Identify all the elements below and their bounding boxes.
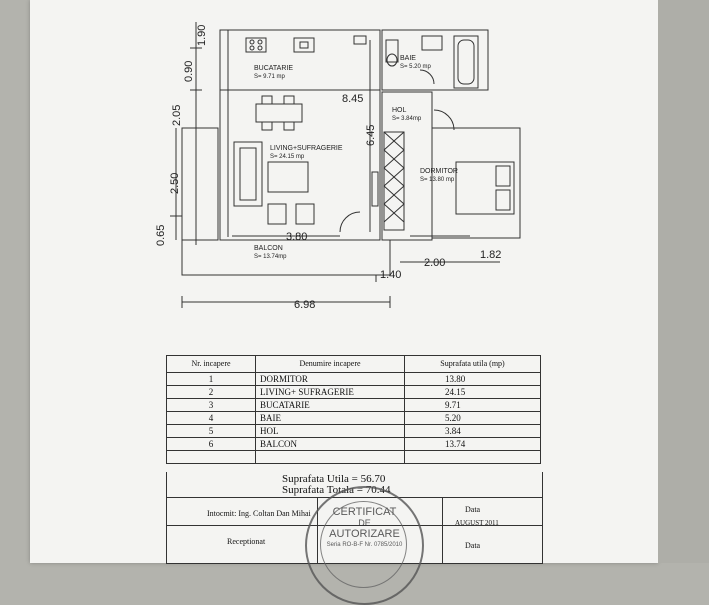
header-suprafata: Suprafata utila (mp)	[404, 355, 541, 373]
room-area-baie: S= 5.20 mp	[400, 64, 432, 70]
header-denumire: Denumire incapere	[255, 355, 405, 373]
background-strip	[658, 0, 709, 563]
dim-1-90: 1.90	[196, 25, 208, 46]
armchair-icon	[295, 203, 315, 225]
room-area-dormitor: S= 13.80 mp	[420, 177, 455, 183]
dim-6-98: 6.98	[294, 299, 315, 311]
dim-0-65: 0.65	[155, 225, 167, 246]
authorization-stamp: CERTIFICAT DE AUTORIZARE Seria RO-B-F Nr…	[305, 486, 424, 605]
bath-walls	[381, 29, 489, 91]
date-label: Data	[465, 505, 481, 514]
dim-2-05: 2.05	[171, 105, 183, 126]
table-row: 5 HOL 3.84	[166, 424, 541, 438]
table-row: 4 BAIE 5.20	[166, 411, 541, 425]
prepared-by: Intocmit: Ing. Coltan Dan Mihai	[207, 509, 311, 518]
room-area-living: S= 24.15 mp	[270, 154, 305, 160]
kitchen-walls	[219, 29, 381, 91]
toilet-icon	[385, 39, 399, 63]
table-row: 1 DORMITOR 13.80	[166, 372, 541, 386]
sink-icon	[293, 37, 315, 53]
dim-1-40: 1.40	[380, 269, 401, 281]
door-arc	[339, 211, 361, 233]
table-row: 6 BALCON 13.74	[166, 437, 541, 451]
armchair-icon	[267, 203, 287, 225]
wardrobe-icon	[383, 131, 405, 231]
bathtub-icon	[453, 35, 479, 89]
table-row: 3 BUCATARIE 9.71	[166, 398, 541, 412]
coffee-table-icon	[267, 161, 309, 193]
table-row: 2 LIVING+ SUFRAGERIE 24.15	[166, 385, 541, 399]
room-name-balcon: BALCON	[254, 245, 283, 252]
dim-2-50: 2.50	[169, 173, 181, 194]
date-value: AUGUST 2011	[455, 519, 499, 527]
room-name-hol: HOL	[392, 107, 407, 114]
room-area-balcon: S= 13.74mp	[254, 254, 287, 260]
stove-icon	[245, 37, 267, 53]
room-name-living: LIVING+SUFRAGERIE	[270, 145, 343, 152]
dim-1-82: 1.82	[480, 249, 501, 261]
room-table: Nr. incapere Denumire incapere Suprafata…	[166, 355, 541, 464]
document-sheet	[30, 0, 658, 563]
received-label: Receptionat	[227, 537, 266, 546]
header-nr: Nr. incapere	[166, 355, 256, 373]
floor-plan: BUCATARIE S= 9.71 mp BAIE S= 5.20 mp HOL…	[155, 22, 521, 311]
room-area-hol: S= 3.84mp	[392, 116, 422, 122]
bedroom-walls	[432, 127, 521, 239]
dim-3-80: 3.80	[286, 231, 307, 243]
living-walls	[219, 89, 381, 241]
balcony-walls	[181, 240, 391, 276]
dim-8-45: 8.45	[342, 93, 363, 105]
tv-unit-icon	[371, 171, 379, 207]
bath-sink-icon	[421, 35, 443, 51]
room-name-baie: BAIE	[400, 55, 416, 62]
dim-2-00: 2.00	[424, 257, 445, 269]
kitchen-counter	[353, 35, 367, 45]
hall-walls	[381, 91, 433, 241]
table-row-empty	[166, 450, 541, 464]
date-label-received: Data	[465, 541, 481, 550]
bed-icon	[455, 161, 515, 215]
room-name-bucatarie: BUCATARIE	[254, 65, 293, 72]
dim-0-90: 0.90	[183, 61, 195, 82]
sofa-icon	[233, 141, 263, 207]
left-balcony-walls	[181, 127, 219, 241]
dim-6-45: 6.45	[365, 125, 377, 146]
room-name-dormitor: DORMITOR	[420, 168, 458, 175]
door-arc	[433, 109, 455, 131]
dining-table-icon	[255, 103, 303, 123]
useful-area: Suprafata Utila = 56.70	[282, 473, 386, 485]
room-area-bucatarie: S= 9.71 mp	[254, 74, 286, 80]
